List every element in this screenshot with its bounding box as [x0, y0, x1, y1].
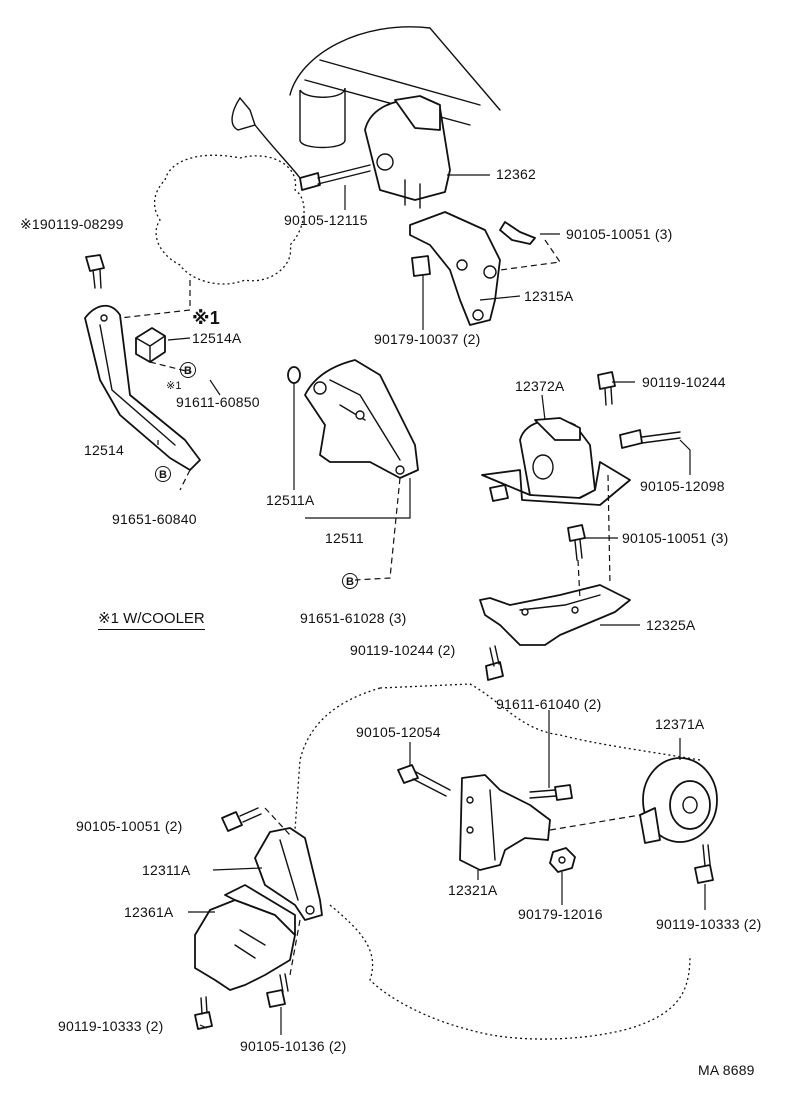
bolt-190119-08299	[85, 254, 105, 289]
label-12511A: 12511A	[266, 492, 315, 508]
label-90105-10051-lower: 90105-10051 (2)	[76, 818, 183, 834]
label-12372A: 12372A	[515, 378, 565, 394]
label-91611-60850: 91611-60850	[176, 394, 260, 410]
bolt-90105-10051-lower	[221, 807, 262, 832]
label-90105-12054: 90105-12054	[356, 724, 441, 740]
bolt-90119-10333-left	[194, 996, 213, 1030]
marker-b-91651-61028: B	[342, 573, 358, 589]
label-12321A: 12321A	[448, 882, 498, 898]
nut-90179-12016	[549, 847, 576, 873]
label-90105-10136: 90105-10136 (2)	[240, 1038, 347, 1054]
bolt-90119-10244-lower	[485, 645, 504, 681]
label-90119-10333-left: 90119-10333 (2)	[58, 1018, 164, 1034]
bolt-91611-61040	[529, 784, 573, 801]
note-mark1-small: ※1	[166, 380, 182, 392]
plate-12325A	[479, 524, 631, 646]
mount-12371A	[639, 757, 718, 844]
label-90105-12098: 90105-12098	[640, 478, 725, 494]
note-mark1-large: ※1	[192, 308, 220, 328]
transmission-outline	[153, 154, 305, 285]
label-90119-10244-upper: 90119-10244	[642, 374, 726, 390]
lower-engine-outline	[294, 683, 701, 1040]
label-12361A: 12361A	[124, 904, 174, 920]
label-91651-61028: 91651-61028 (3)	[300, 610, 407, 626]
bracket-12311A	[254, 827, 323, 921]
bolt-90119-10244-upper	[597, 371, 616, 406]
label-90179-12016: 90179-12016	[518, 906, 603, 922]
bracket-12321A	[459, 774, 551, 871]
label-91651-60840: 91651-60840	[112, 511, 197, 527]
label-12514A: 12514A	[192, 330, 242, 346]
label-90179-10037: 90179-10037 (2)	[374, 331, 481, 347]
diagram-code: MA 8689	[698, 1062, 755, 1078]
dashed-guides	[119, 239, 641, 976]
label-12371A: 12371A	[655, 716, 705, 732]
mount-12361A	[194, 884, 296, 991]
label-90105-10051-top: 90105-10051 (3)	[566, 226, 673, 242]
label-90119-10244-lower: 90119-10244 (2)	[350, 642, 456, 658]
label-90119-10333-right: 90119-10333 (2)	[656, 916, 762, 932]
label-90105-12115: 90105-12115	[284, 212, 368, 228]
bracket-12511	[287, 359, 419, 479]
leader-lines	[157, 174, 706, 1035]
bracket-12315A	[409, 211, 536, 326]
mount-12372A	[481, 417, 681, 506]
label-190119-08299: ※190119-08299	[20, 216, 124, 232]
label-12311A: 12311A	[142, 862, 191, 878]
label-91611-61040: 91611-61040 (2)	[496, 696, 602, 712]
note-with-cooler: ※1 W/COOLER	[98, 609, 205, 630]
bolt-90105-10136	[266, 973, 289, 1008]
label-90105-10051-mid: 90105-10051 (3)	[622, 530, 729, 546]
block-12514A	[135, 327, 166, 363]
bracket-12514	[84, 305, 201, 471]
bolt-90119-10333-right	[694, 844, 714, 884]
bolt-90105-12054	[397, 764, 451, 797]
engine-outline	[231, 26, 501, 179]
label-12511: 12511	[325, 530, 364, 546]
label-12362: 12362	[496, 166, 536, 182]
label-12325A: 12325A	[646, 617, 696, 633]
label-12514: 12514	[84, 442, 124, 458]
mount-12362	[299, 95, 451, 209]
label-12315A: 12315A	[524, 288, 574, 304]
marker-b-91611-60850: B	[180, 362, 196, 378]
marker-b-91651-60840: B	[155, 466, 171, 482]
